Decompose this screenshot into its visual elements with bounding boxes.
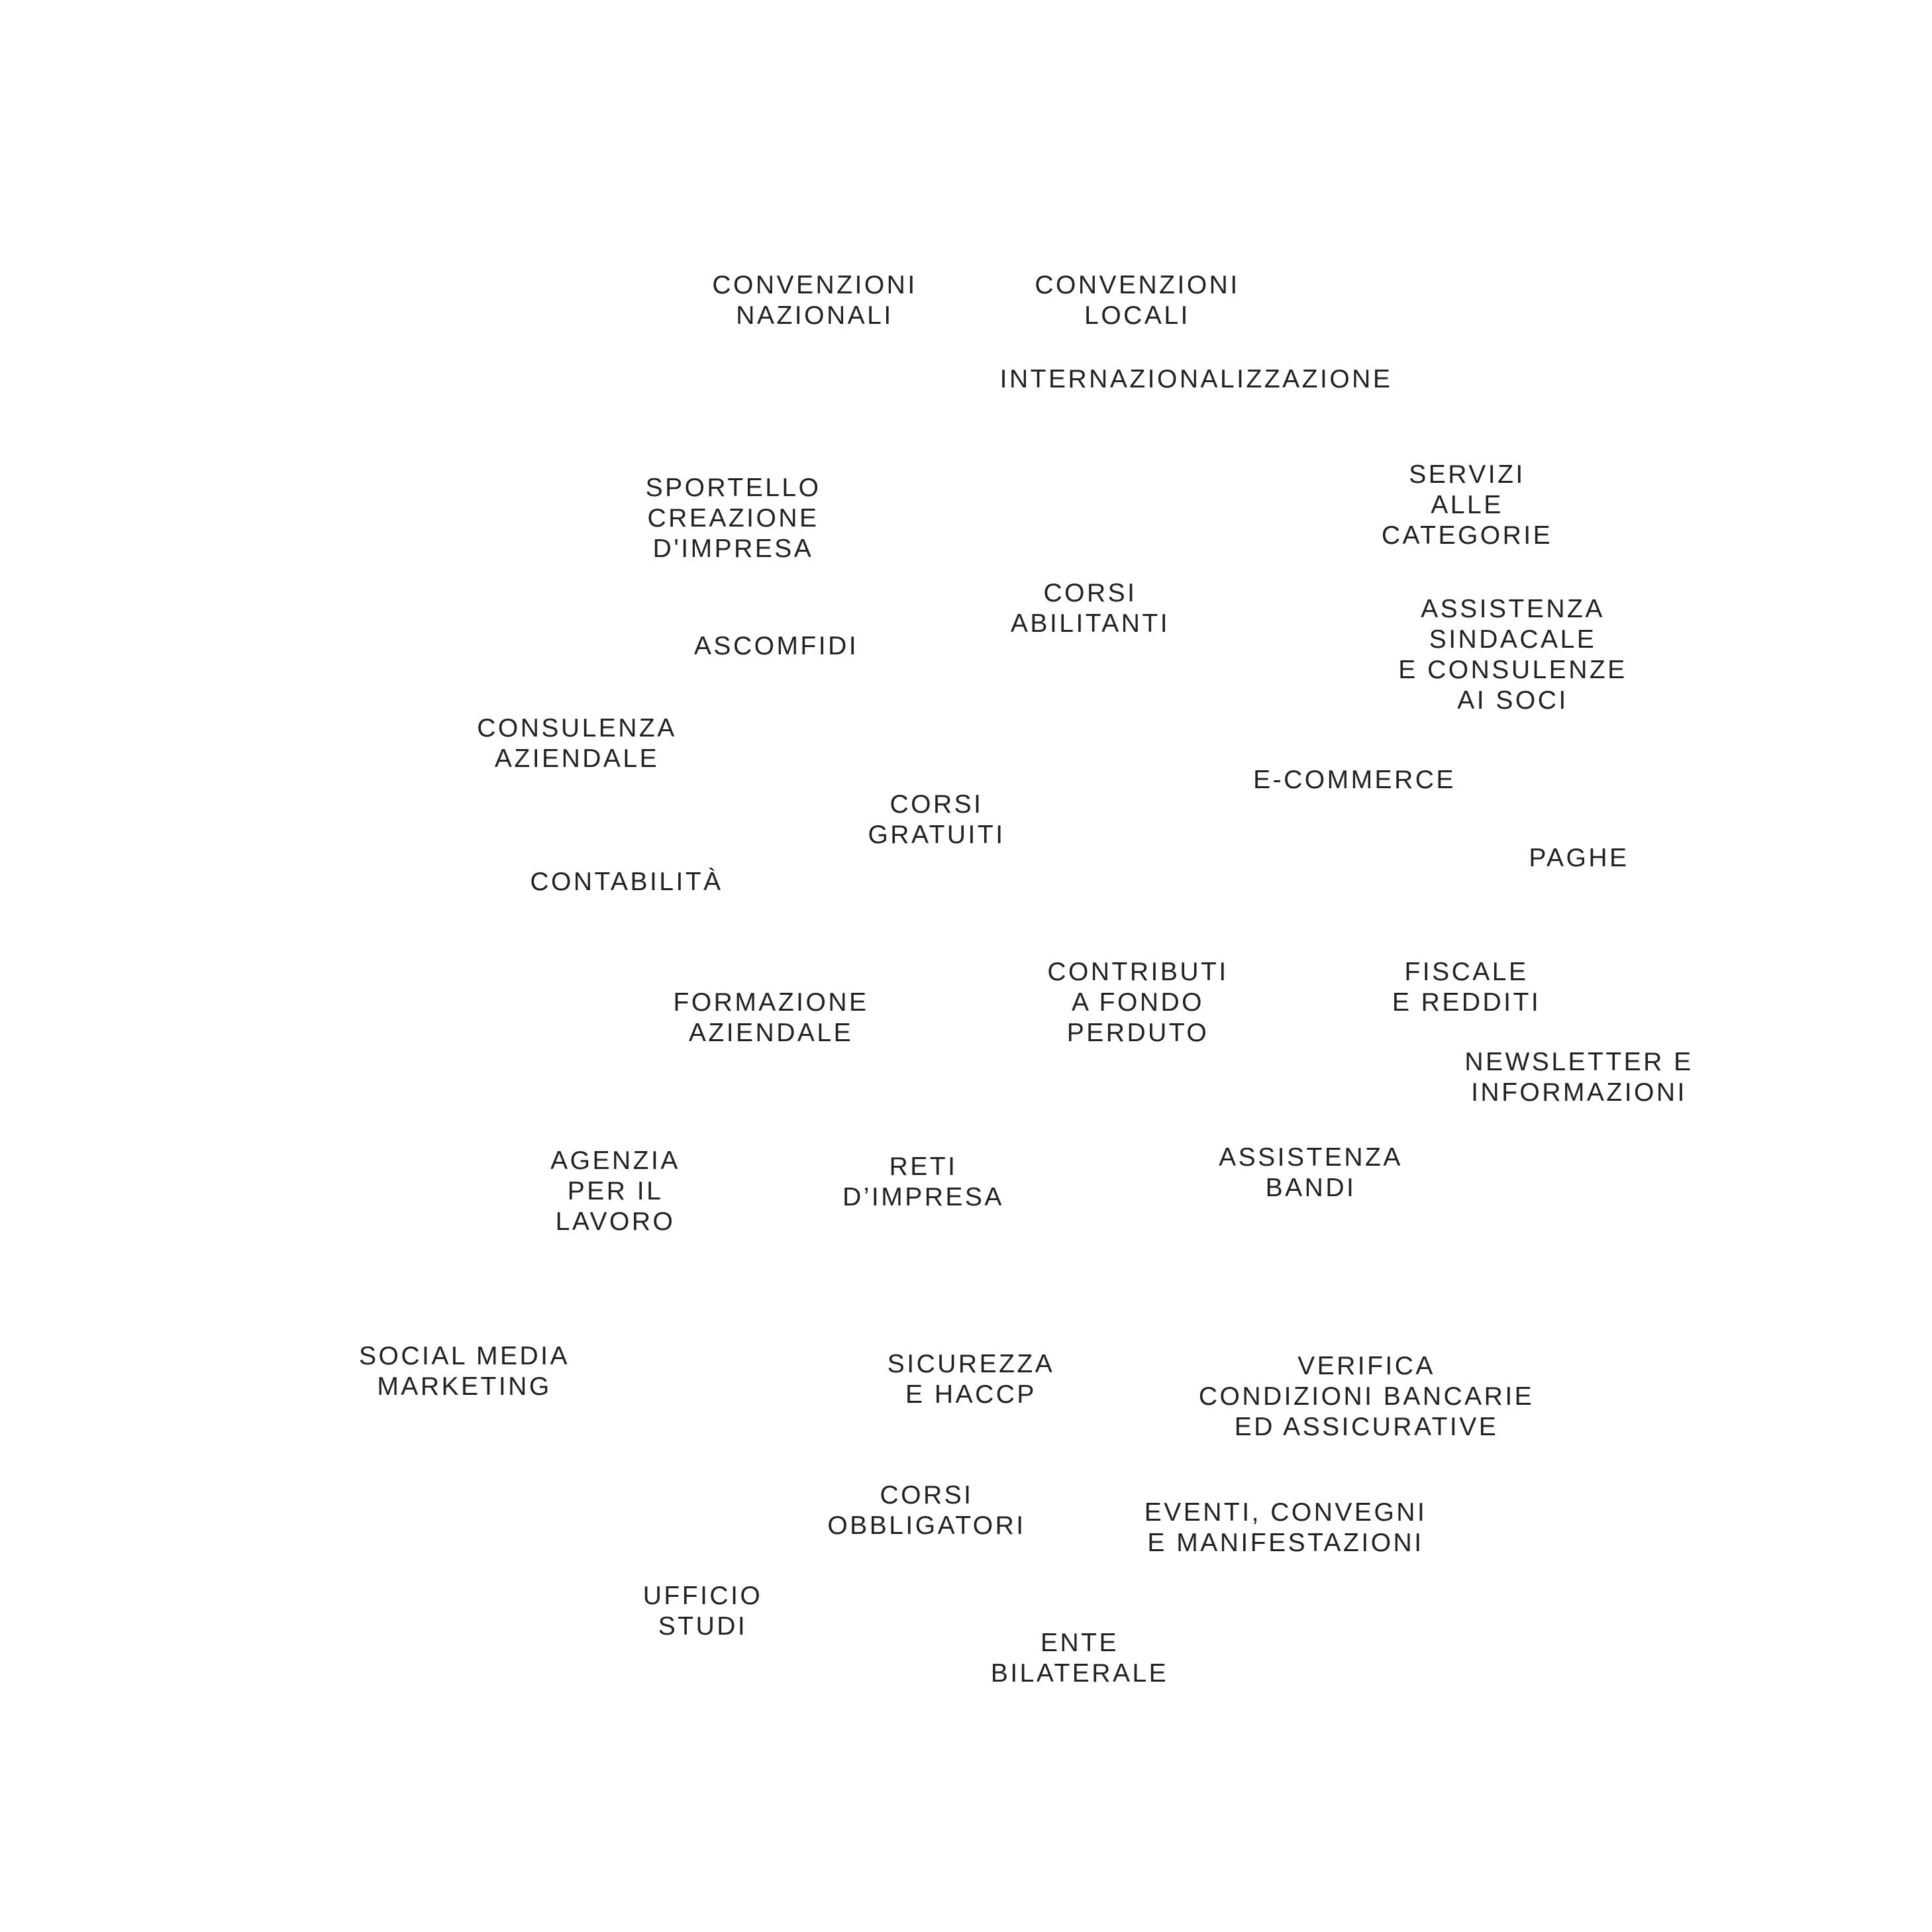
service-label-line: FISCALE <box>1404 958 1529 986</box>
service-e-commerce[interactable]: E-COMMERCE <box>1253 765 1456 795</box>
service-label-line: NEWSLETTER E <box>1464 1048 1694 1076</box>
service-label-line: RETI <box>889 1152 958 1181</box>
service-label-line: E REDDITI <box>1392 988 1541 1017</box>
service-label-line: VERIFICA <box>1297 1352 1435 1380</box>
service-internazionalizzazione[interactable]: INTERNAZIONALIZZAZIONE <box>1000 364 1393 395</box>
service-label-line: PERDUTO <box>1066 1019 1209 1047</box>
service-label-line: INTERNAZIONALIZZAZIONE <box>999 365 1393 393</box>
service-ascomfidi[interactable]: ASCOMFIDI <box>694 631 858 662</box>
service-label-line: CORSI <box>1043 579 1137 607</box>
service-label-line: E MANIFESTAZIONI <box>1147 1529 1424 1557</box>
service-label-line: NAZIONALI <box>736 301 893 330</box>
service-label-line: CORSI <box>890 790 984 819</box>
service-label-line: ALLE <box>1431 491 1503 519</box>
service-label-line: BANDI <box>1265 1174 1356 1202</box>
service-label-line: STUDI <box>658 1612 748 1641</box>
service-label-line: CONTRIBUTI <box>1047 958 1229 986</box>
service-label-line: ABILITANTI <box>1010 609 1170 638</box>
service-label-line: EVENTI, CONVEGNI <box>1144 1498 1427 1527</box>
service-label-line: CONDIZIONI BANCARIE <box>1198 1382 1535 1411</box>
service-label-line: ASSISTENZA <box>1421 595 1605 623</box>
service-label-line: BILATERALE <box>990 1659 1169 1688</box>
service-label-line: AI SOCI <box>1457 686 1568 715</box>
service-label-line: CATEGORIE <box>1381 521 1553 550</box>
service-label-line: D’IMPRESA <box>842 1183 1004 1211</box>
service-label-line: D'IMPRESA <box>652 534 814 563</box>
service-label-line: SOCIAL MEDIA <box>359 1342 570 1370</box>
service-label-line: PAGHE <box>1529 844 1629 872</box>
service-label-line: CONVENZIONI <box>1035 271 1240 299</box>
service-paghe[interactable]: PAGHE <box>1529 843 1629 874</box>
service-label-line: OBBLIGATORI <box>827 1511 1026 1540</box>
service-label-line: FORMAZIONE <box>673 988 869 1017</box>
service-label-line: AZIENDALE <box>688 1019 854 1047</box>
service-label-line: CONTABILITÀ <box>530 868 723 896</box>
service-label-line: SINDACALE <box>1429 625 1597 654</box>
service-label-line: PER IL <box>567 1177 664 1205</box>
service-label-line: INFORMAZIONI <box>1471 1078 1687 1107</box>
service-label-line: CORSI <box>880 1481 974 1509</box>
service-label-line: LAVORO <box>555 1207 676 1236</box>
service-label-line: GRATUITI <box>868 821 1005 849</box>
service-label-line: LOCALI <box>1084 301 1190 330</box>
service-label-line: AZIENDALE <box>494 744 660 773</box>
service-label-line: CONSULENZA <box>477 714 677 742</box>
service-label-line: CREAZIONE <box>647 504 819 533</box>
service-label-line: AGENZIA <box>550 1146 680 1175</box>
service-label-line: UFFICIO <box>642 1582 763 1610</box>
service-label-line: SPORTELLO <box>645 474 821 502</box>
service-contabilita[interactable]: CONTABILITÀ <box>530 867 723 897</box>
service-label-line: E CONSULENZE <box>1398 656 1627 684</box>
service-label-line: ED ASSICURATIVE <box>1234 1413 1499 1441</box>
service-label-line: ENTE <box>1040 1629 1119 1657</box>
service-label-line: ASSISTENZA <box>1219 1143 1403 1172</box>
service-label-line: A FONDO <box>1071 988 1205 1017</box>
service-label-line: MARKETING <box>377 1372 552 1401</box>
service-label-line: E-COMMERCE <box>1253 766 1456 794</box>
service-label-line: SERVIZI <box>1409 460 1525 489</box>
service-label-line: SICUREZZA <box>887 1350 1055 1378</box>
service-label-line: ASCOMFIDI <box>693 632 859 660</box>
service-label-line: E HACCP <box>905 1380 1037 1409</box>
service-label-line: CONVENZIONI <box>712 271 917 299</box>
